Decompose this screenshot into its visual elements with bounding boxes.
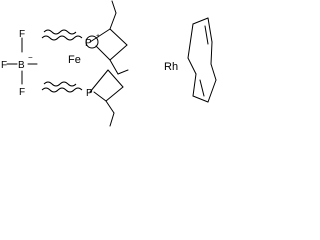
atom-rhodium: Rh (164, 61, 178, 73)
atom-iron: Fe (68, 54, 81, 66)
cyclooctadiene-ring (187, 17, 217, 103)
atom-f-left: F (1, 60, 7, 71)
atom-f-top: F (19, 29, 25, 40)
atom-phosphorus-lower: P (86, 88, 93, 99)
borate-charge: − (28, 53, 33, 62)
upper-phosphorus-charge-ring (85, 35, 99, 49)
bridging-linker (109, 59, 129, 75)
upper-cyclopentadienyl-ring (41, 29, 83, 41)
lower-ethyl-bottom (105, 100, 115, 114)
tetrafluoroborate-anion (6, 37, 38, 85)
cod-double-bond-upper (204, 25, 209, 45)
lower-cyclopentadienyl-ring (41, 81, 83, 93)
atom-phosphorus-upper: P (85, 38, 92, 49)
cod-double-bond-lower (199, 79, 205, 97)
phosphorus-charge: + (96, 33, 100, 40)
chemical-structure-diagram: F F B − F Fe P + P Rh (1, 0, 217, 127)
upper-phosphetane-ring (89, 0, 128, 61)
upper-ethyl-top (109, 12, 117, 30)
atom-boron: B (18, 60, 25, 71)
atom-f-bottom: F (19, 87, 25, 98)
lower-phosphetane-ring (89, 69, 124, 127)
